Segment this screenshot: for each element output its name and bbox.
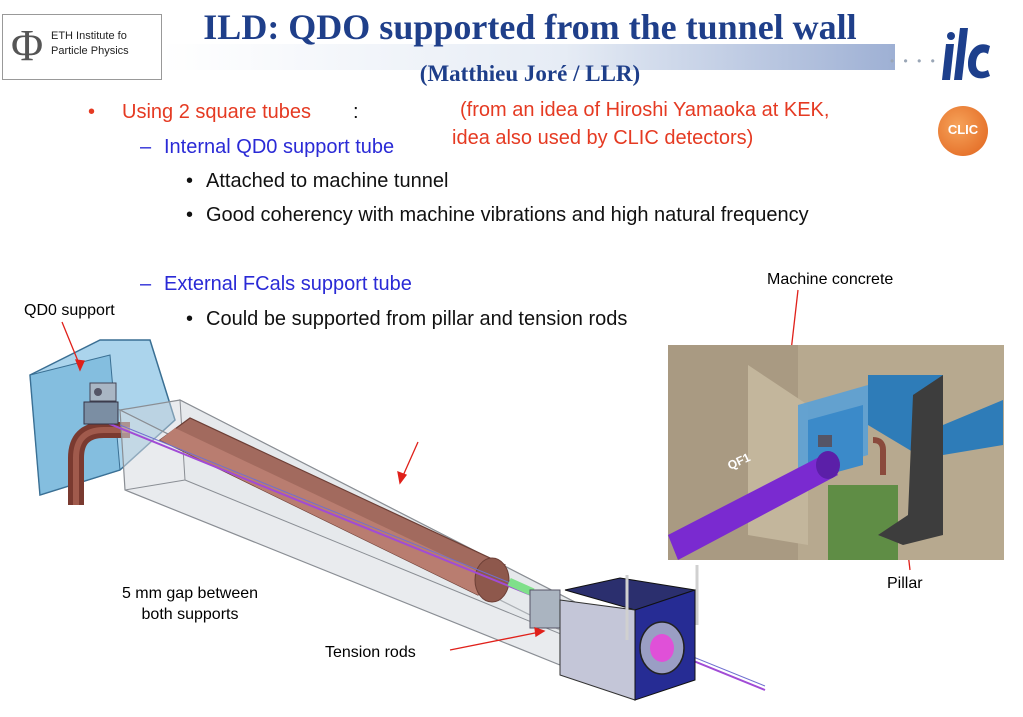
slide-subtitle: (Matthieu Joré / LLR) bbox=[419, 61, 641, 86]
label-gap-line2: both supports bbox=[141, 606, 239, 623]
bullet-main: Using 2 square tubes bbox=[122, 101, 312, 123]
sub-dash-2: – bbox=[140, 273, 152, 295]
sub-dash-1: – bbox=[140, 136, 152, 158]
eth-logo-line1: ETH Institute fo bbox=[51, 30, 127, 42]
list-item: Good coherency with machine vibrations a… bbox=[206, 204, 809, 226]
tunnel-render-image: QF1 bbox=[668, 345, 1004, 560]
label-tension-rods: Tension rods bbox=[325, 644, 416, 661]
clic-logo: CLIC bbox=[938, 106, 988, 156]
list-item: Could be supported from pillar and tensi… bbox=[206, 308, 628, 330]
label-pillar: Pillar bbox=[887, 575, 923, 592]
decorative-dots: • • • • • bbox=[890, 54, 952, 68]
slide-title: ILD: QDO supported from the tunnel wall bbox=[203, 7, 857, 47]
bullet-dot: • bbox=[88, 101, 96, 123]
clic-logo-text: CLIC bbox=[947, 122, 979, 137]
label-qd0-support: QD0 support bbox=[24, 302, 115, 319]
bullet-dot: • bbox=[186, 204, 194, 226]
label-gap-line1: 5 mm gap between bbox=[121, 585, 259, 602]
note-line2: idea also used by CLIC detectors) bbox=[452, 127, 754, 149]
bullet-main-colon: : bbox=[353, 101, 359, 123]
title-underline-bar bbox=[160, 44, 895, 70]
sub-item-internal: Internal QD0 support tube bbox=[164, 136, 395, 158]
ilc-logo bbox=[942, 28, 990, 80]
label-machine-concrete: Machine concrete bbox=[767, 271, 894, 288]
tunnel-render-svg: QF1 bbox=[668, 345, 1004, 560]
eth-logo-line2: Particle Physics bbox=[51, 45, 129, 57]
bullet-dot: • bbox=[186, 170, 194, 192]
bullet-dot: • bbox=[186, 308, 194, 330]
sub-item-external: External FCals support tube bbox=[164, 273, 412, 295]
list-item: Attached to machine tunnel bbox=[206, 170, 449, 192]
note-line1: (from an idea of Hiroshi Yamaoka at KEK, bbox=[460, 99, 830, 121]
eth-logo: Φ ETH Institute fo Particle Physics bbox=[2, 14, 162, 80]
phi-icon: Φ bbox=[11, 21, 44, 70]
